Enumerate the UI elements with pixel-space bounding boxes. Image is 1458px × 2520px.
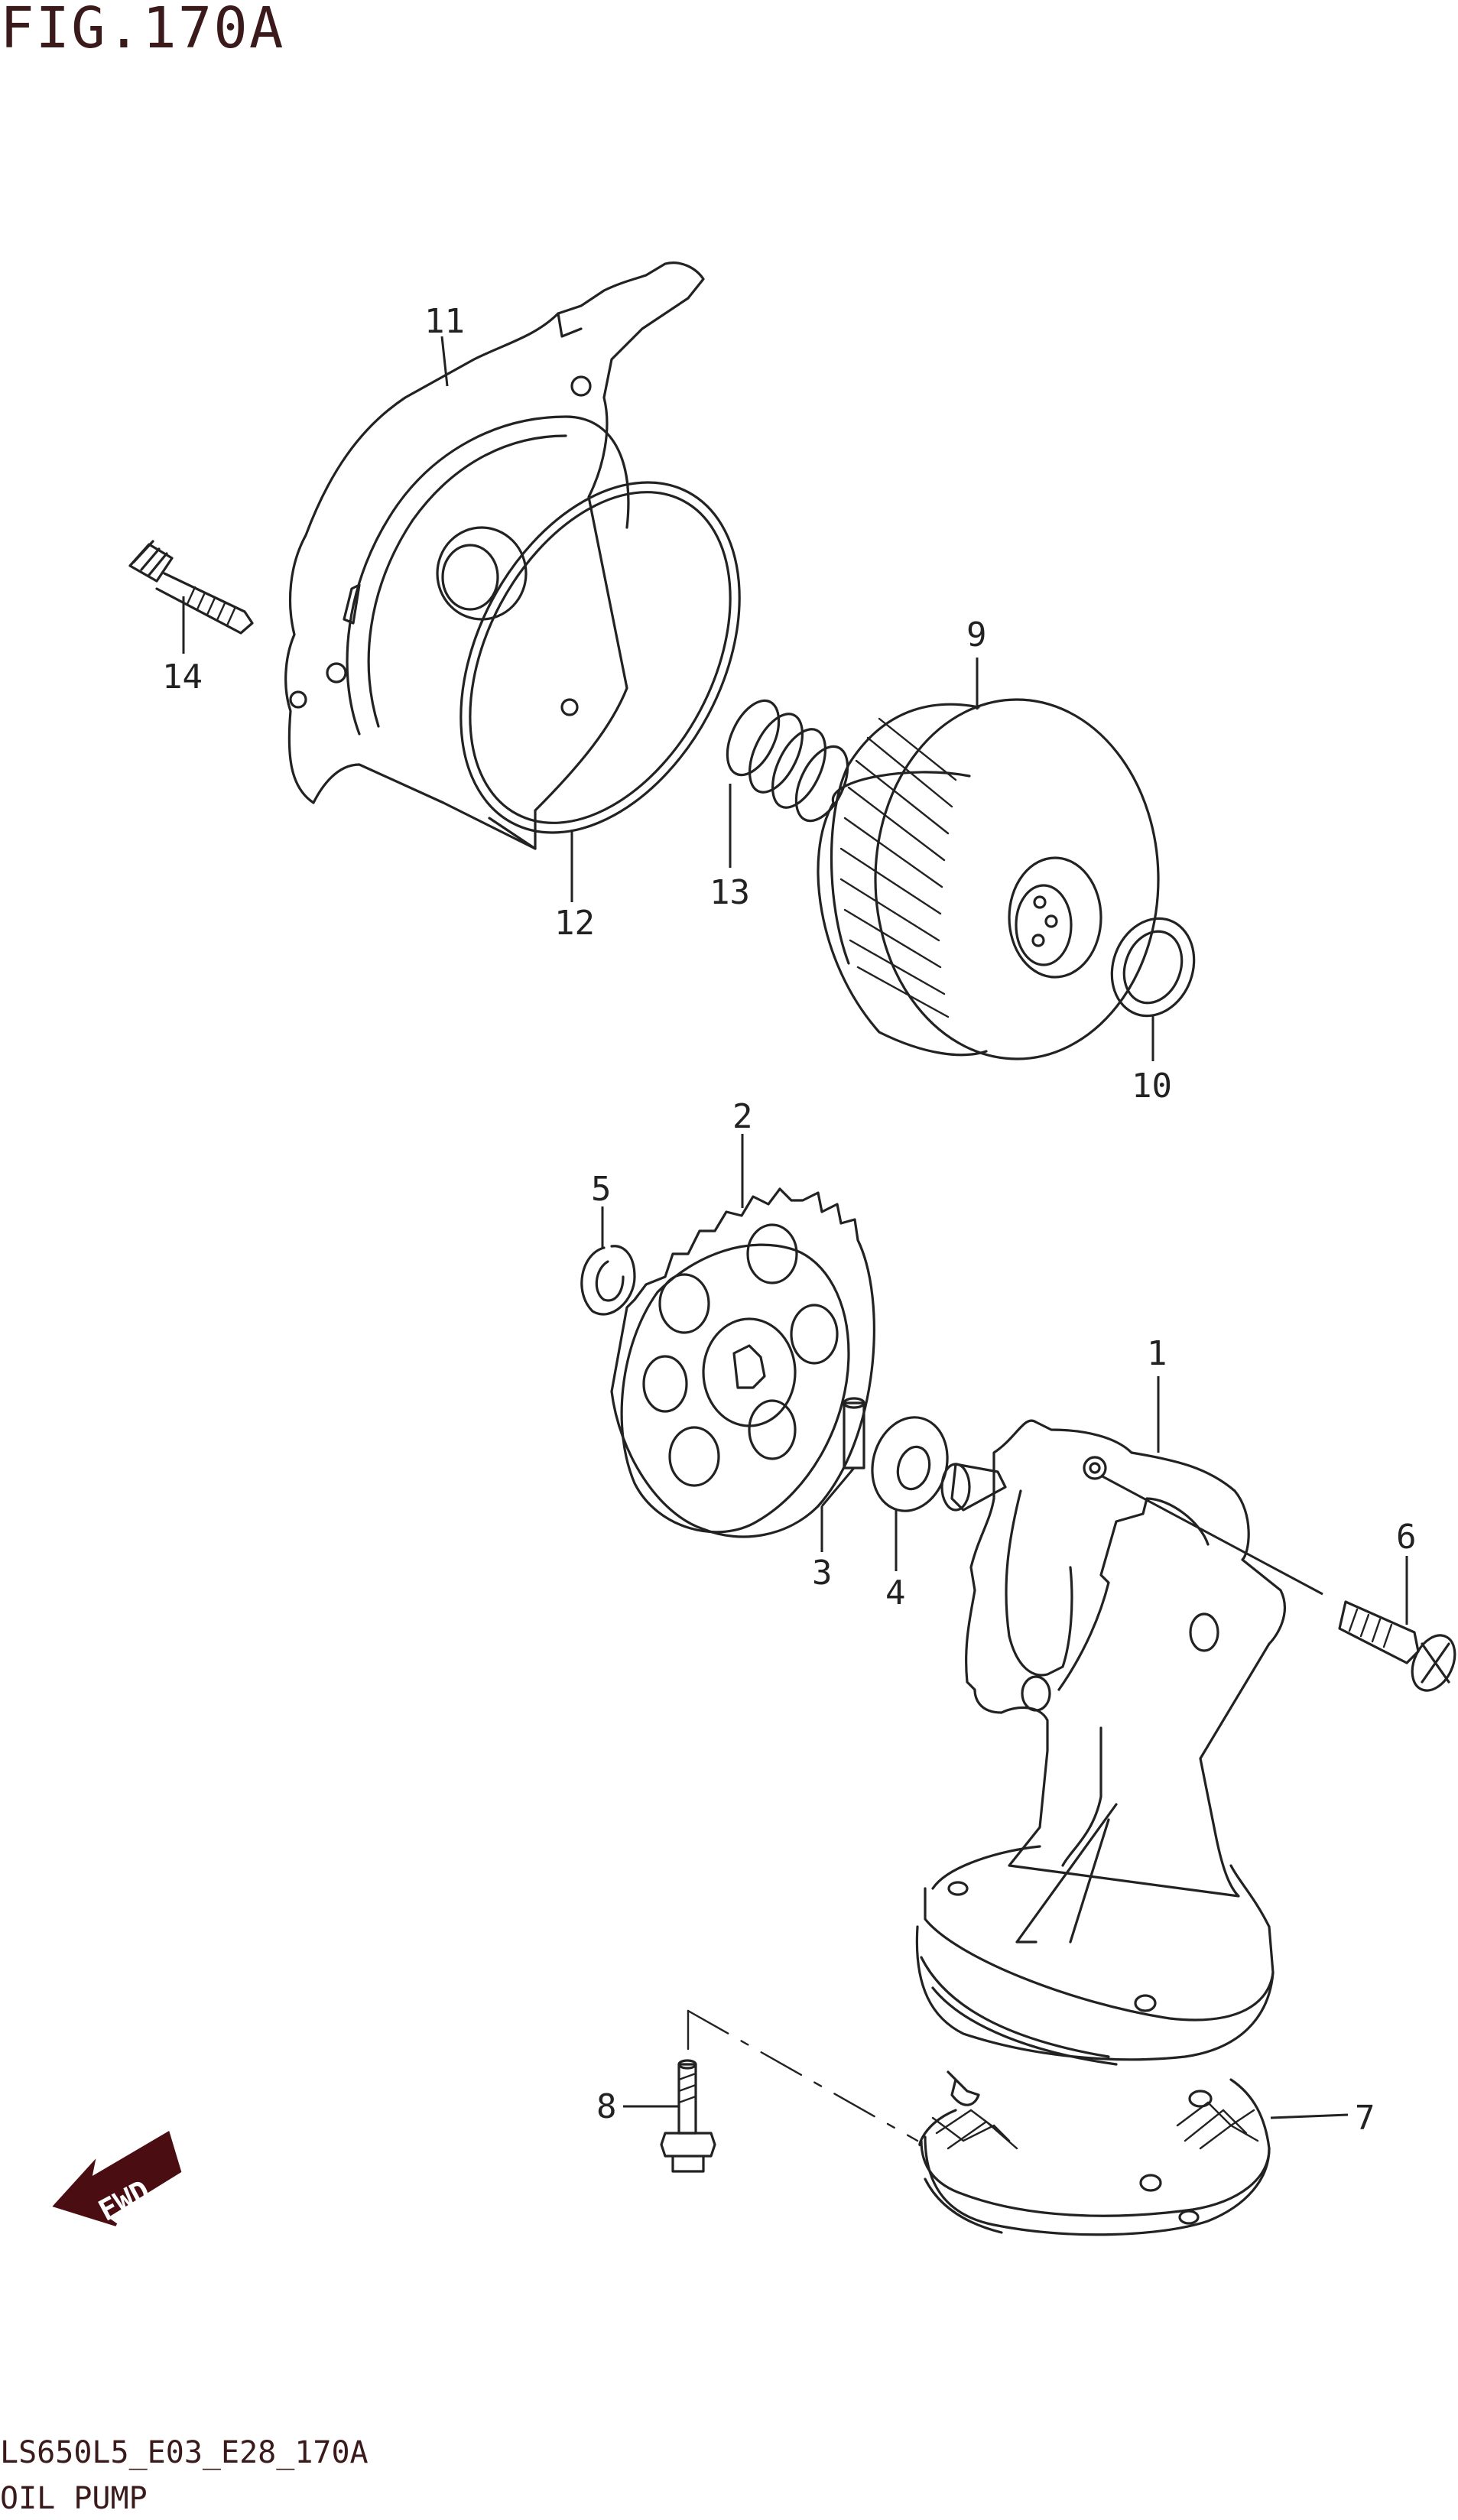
callout-13: 13 <box>710 873 750 912</box>
part-2-gear[interactable] <box>610 1187 875 1538</box>
part-7-oil-strainer[interactable] <box>918 2070 1271 2236</box>
callout-14: 14 <box>162 658 203 697</box>
callout-6: 6 <box>1396 1518 1417 1557</box>
callout-10: 10 <box>1132 1067 1172 1106</box>
part-14-bolt[interactable] <box>128 540 254 635</box>
callout-12: 12 <box>554 904 595 943</box>
callout-9: 9 <box>966 615 987 654</box>
assembly-guide-line <box>687 2009 919 2142</box>
fwd-arrow: FWD <box>52 2130 182 2228</box>
part-9-oil-filter[interactable] <box>817 698 1160 1060</box>
diagram-code: LS650L5_E03_E28_170A <box>0 2435 369 2470</box>
callout-8: 8 <box>596 2087 617 2126</box>
pump-lower-housing[interactable] <box>915 1845 1275 2066</box>
part-3-pin[interactable] <box>843 1397 865 1469</box>
figure-title: FIG.170A <box>0 0 285 61</box>
callout-2: 2 <box>732 1097 753 1136</box>
callout-7: 7 <box>1355 2099 1375 2138</box>
callout-3: 3 <box>812 1554 833 1593</box>
part-4-washer[interactable] <box>862 1409 958 1520</box>
callout-1: 1 <box>1147 1334 1167 1373</box>
callout-5: 5 <box>591 1170 612 1209</box>
part-10-ring[interactable] <box>1099 907 1207 1028</box>
part-11-cover[interactable] <box>284 261 705 850</box>
part-5-circlip[interactable] <box>580 1245 636 1316</box>
callout-11: 11 <box>424 302 465 341</box>
part-6-bolt[interactable] <box>1338 1600 1458 1697</box>
part-1-pump-body[interactable] <box>940 1419 1286 1944</box>
fwd-arrow-icon <box>52 2130 182 2226</box>
callout-4: 4 <box>885 1573 906 1612</box>
diagram-name: OIL PUMP <box>0 2481 148 2516</box>
part-13-spring[interactable] <box>717 693 859 829</box>
part-12-o-ring[interactable] <box>404 435 797 881</box>
part-8-bolt[interactable] <box>660 2059 716 2173</box>
